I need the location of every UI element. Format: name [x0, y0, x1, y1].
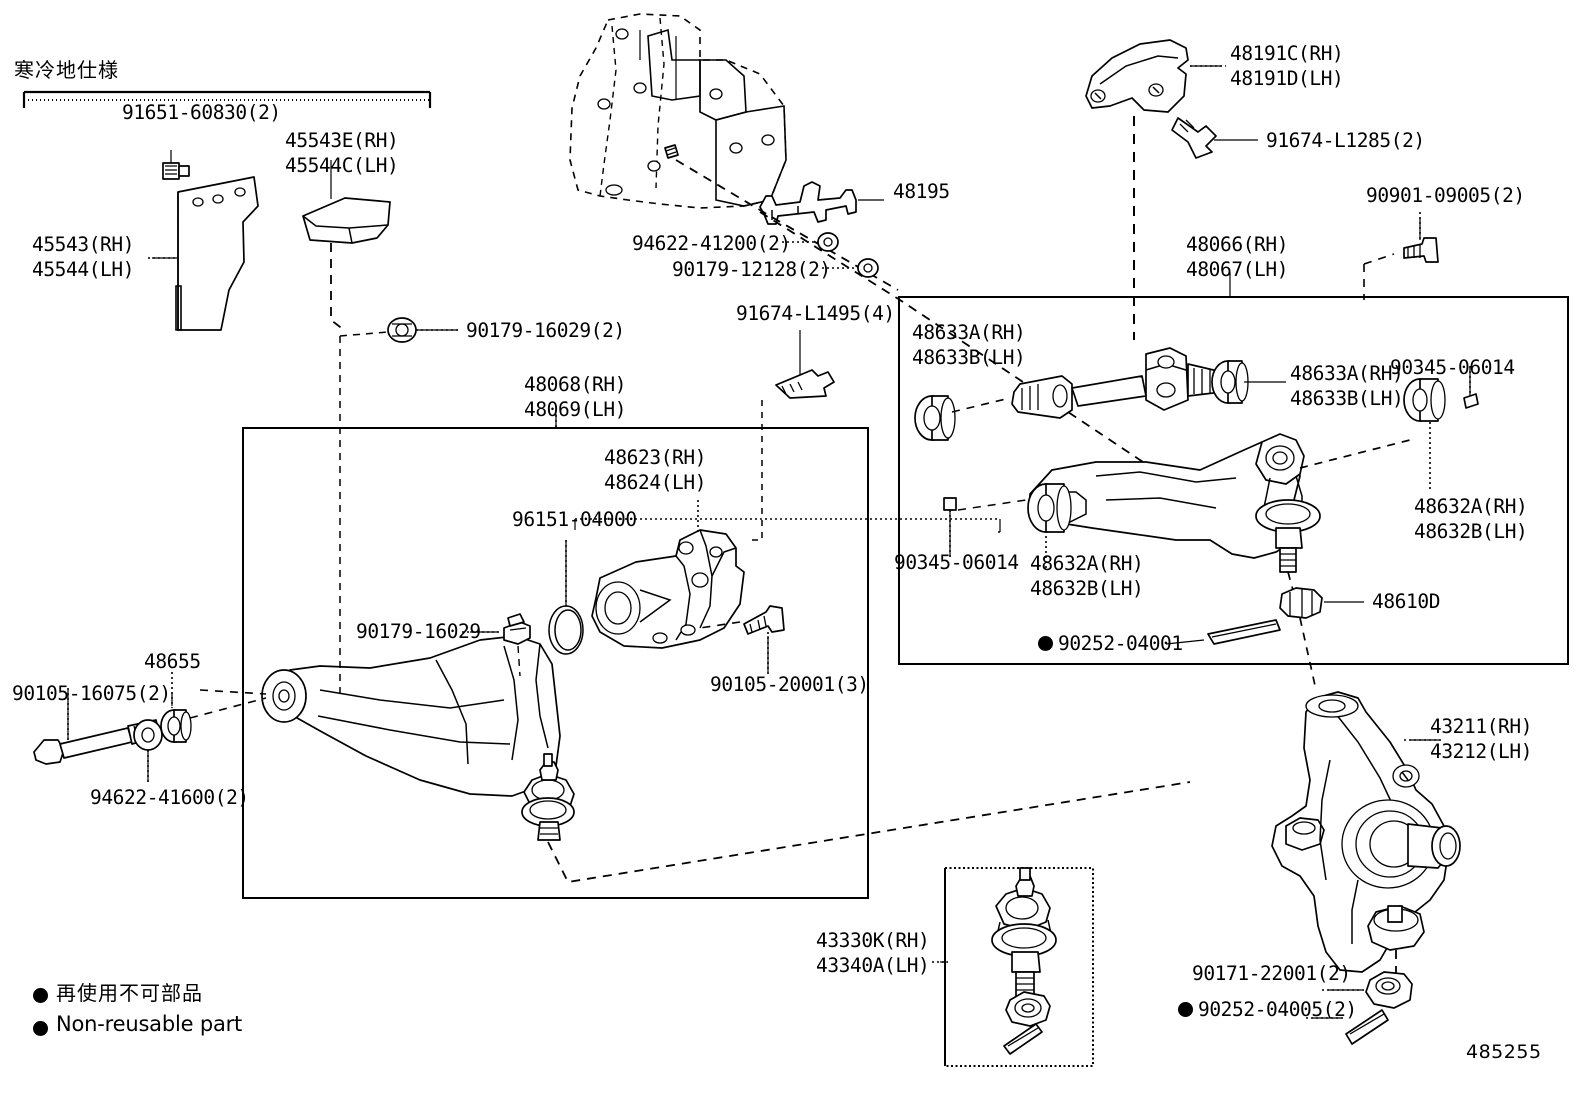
label-94622-41200: 94622-41200(2)	[632, 232, 791, 255]
label-48633a-rh-right: 48633A(RH)	[1290, 362, 1404, 385]
upper-control-arm-art	[1027, 433, 1411, 595]
bush-48632-right-art	[1403, 378, 1446, 492]
camber-shaft-art	[1011, 347, 1223, 419]
bolt-91674-l1285-art	[1171, 117, 1258, 159]
legend-en-text: Non-reusable part	[56, 1012, 243, 1036]
lower-control-arm-art	[199, 613, 1191, 883]
cover-45543e-art	[302, 160, 391, 331]
label-48195: 48195	[893, 180, 950, 203]
label-90252-04001: 90252-04001	[1058, 632, 1183, 655]
label-48655: 48655	[144, 650, 201, 673]
label-90179-16029-mid: 90179-16029	[356, 620, 481, 643]
label-48633a-rh-left: 48633A(RH)	[912, 321, 1026, 344]
ball-joint-43330k-art	[932, 867, 1057, 1055]
label-90105-16075: 90105-16075(2)	[12, 682, 171, 705]
label-48632b-lh-left: 48632B(LH)	[1030, 577, 1144, 600]
upper-arm-assembly-art	[914, 347, 1479, 691]
label-48624-lh: 48624(LH)	[604, 471, 707, 494]
bolt-91651-art	[162, 150, 190, 180]
label-94622-41600: 94622-41600(2)	[90, 786, 249, 809]
bolt-91674-l1495-art	[752, 330, 835, 541]
bush-48632-left-leader	[943, 497, 1047, 568]
label-48067-lh: 48067(LH)	[1186, 258, 1289, 281]
label-45543e-rh: 45543E(RH)	[285, 129, 399, 152]
label-48068-rh: 48068(RH)	[524, 373, 627, 396]
label-43340a-lh: 43340A(LH)	[816, 954, 930, 977]
nut-90179-12128-art	[822, 258, 879, 278]
label-91674-l1285: 91674-L1285(2)	[1266, 129, 1425, 152]
bush-48633-right-art	[1211, 360, 1286, 404]
legend-dot-jp	[33, 988, 48, 1003]
bush-48655-art	[160, 672, 267, 743]
label-90252-04005: 90252-04005(2)	[1198, 998, 1357, 1021]
label-43330k-rh: 43330K(RH)	[816, 929, 930, 952]
nut-90179-16029-top-art	[339, 317, 460, 700]
label-48191d-lh: 48191D(LH)	[1230, 67, 1344, 90]
cotter-90252-04005-art	[1306, 1009, 1389, 1045]
nut-90171-22001-art	[1322, 971, 1413, 1009]
oring-96151-art	[548, 540, 584, 655]
label-90345-06014-left: 90345-06014	[894, 551, 1019, 574]
cotter-90252-04001-art	[1165, 619, 1281, 645]
nut-48610d-art	[1279, 587, 1364, 691]
label-90171-22001: 90171-22001(2)	[1192, 962, 1351, 985]
washer-94622-41600-art	[133, 719, 163, 784]
non-reusable-dot-90252-04001	[1038, 636, 1053, 651]
bolt-90105-20001-art	[699, 605, 785, 676]
bush-48633-left-art	[914, 395, 1011, 441]
bolt-90901-09005-art	[1363, 212, 1439, 300]
bush-bracket-48623-art	[574, 500, 1001, 649]
label-91651-60830: 91651-60830(2)	[122, 101, 281, 124]
label-90105-20001: 90105-20001(3)	[710, 673, 869, 696]
diagram-number: 485255	[1466, 1041, 1542, 1063]
label-91674-l1495: 91674-L1495(4)	[736, 302, 895, 325]
cold-area-note: 寒冷地仕様	[14, 58, 119, 82]
steering-knuckle-art	[1271, 691, 1461, 978]
label-43212-lh: 43212(LH)	[1430, 740, 1533, 763]
lower-arm-assembly-art	[199, 317, 1191, 883]
phantom-body-bracket-art	[569, 13, 787, 209]
label-48066-rh: 48066(RH)	[1186, 233, 1289, 256]
nut-94622-41200-art	[782, 232, 839, 252]
legend-jp-text: 再使用不可部品	[56, 981, 203, 1005]
label-48633b-lh-left: 48633B(LH)	[912, 346, 1026, 369]
label-96151-04000: 96151-04000	[512, 508, 637, 531]
bracket-48191c-art	[1085, 39, 1226, 340]
legend-dot-en	[33, 1021, 48, 1036]
label-48632b-lh-right: 48632B(LH)	[1414, 520, 1528, 543]
upper-arm-box	[898, 296, 1569, 665]
screw-90345-right-art	[1463, 366, 1479, 409]
shield-45543-art	[148, 176, 259, 331]
non-reusable-dot-90252-04005	[1178, 1002, 1193, 1017]
label-48632a-rh-right: 48632A(RH)	[1414, 495, 1528, 518]
label-90179-12128: 90179-12128(2)	[672, 258, 831, 281]
label-45544-lh: 45544(LH)	[32, 258, 135, 281]
label-48623-rh: 48623(RH)	[604, 446, 707, 469]
cold-area-bracket-group	[22, 90, 432, 331]
label-90901-09005: 90901-09005(2)	[1366, 184, 1525, 207]
label-45543-rh: 45543(RH)	[32, 233, 135, 256]
label-48610d: 48610D	[1372, 590, 1441, 613]
label-48191c-rh: 48191C(RH)	[1230, 42, 1344, 65]
label-43211-rh: 43211(RH)	[1430, 715, 1533, 738]
label-48069-lh: 48069(LH)	[524, 398, 627, 421]
label-48633b-lh-right: 48633B(LH)	[1290, 387, 1404, 410]
label-90345-06014-right: 90345-06014	[1390, 356, 1515, 379]
ball-joint-inset-box	[944, 867, 1094, 1067]
label-90179-16029-top: 90179-16029(2)	[466, 319, 625, 342]
label-48632a-rh-left: 48632A(RH)	[1030, 552, 1144, 575]
label-45544c-lh: 45544C(LH)	[285, 154, 399, 177]
